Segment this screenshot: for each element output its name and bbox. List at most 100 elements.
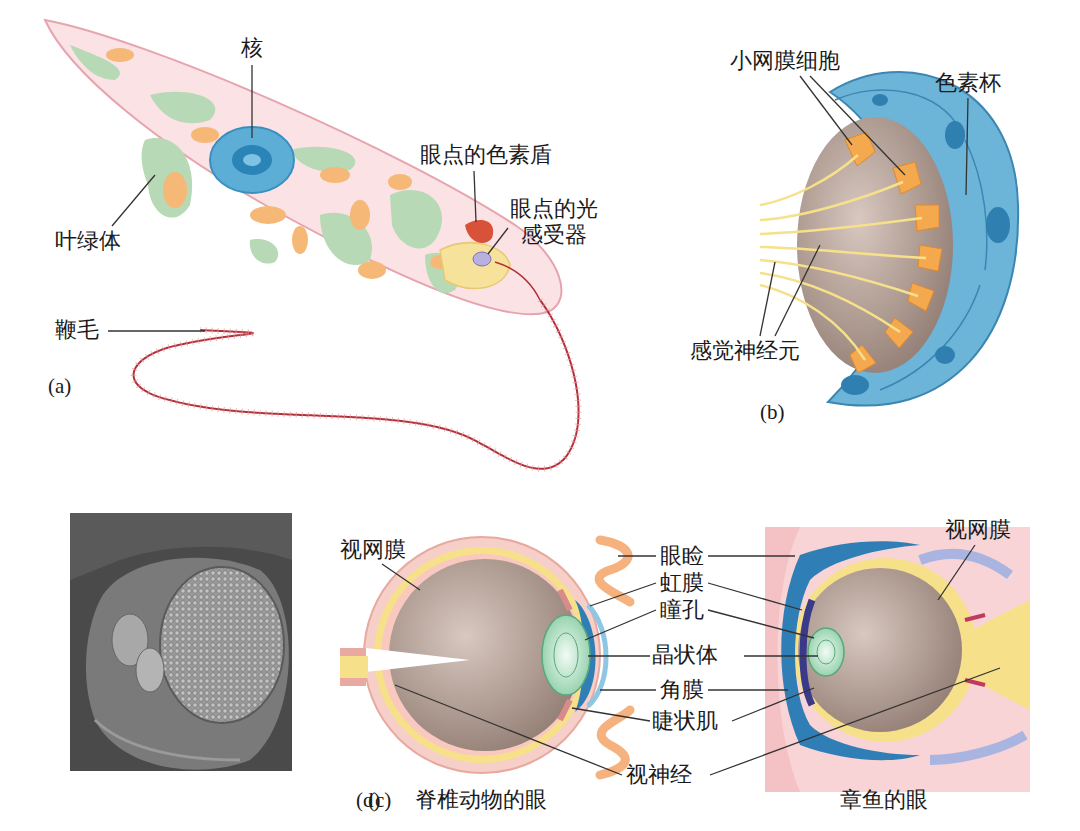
leader-lines-d-part — [708, 555, 795, 556]
octopus-eye-part — [781, 541, 920, 760]
euglena-cell-part — [495, 262, 540, 300]
vertebrate-eye-part — [364, 537, 600, 773]
vertebrate-eye-part — [366, 648, 470, 672]
leader-lines-d-part — [732, 688, 814, 721]
leader-lines-a-part — [251, 65, 252, 138]
part-label: 晶状体 — [652, 642, 718, 668]
euglena-cell-part — [250, 239, 278, 263]
pigment-cup-eye-part-part — [885, 318, 913, 348]
pigment-cup-eye-part — [841, 375, 869, 395]
part-label: 眼睑 — [660, 543, 704, 569]
euglena-cell-part — [290, 147, 355, 172]
fly-micrograph-part — [160, 567, 284, 723]
pigment-cup-eye-part — [797, 117, 953, 373]
pigment-cup-eye-part-part — [760, 247, 926, 258]
leader-lines-a-part — [488, 228, 508, 254]
part-label: 眼点的色素盾 — [420, 142, 552, 168]
leader-lines-d-part — [382, 564, 420, 590]
euglena-cell-part — [163, 172, 187, 208]
part-label: 叶绿体 — [55, 228, 121, 254]
leader-lines-d-part — [588, 655, 650, 656]
euglena-cell-part — [358, 261, 386, 279]
leader-lines-d-part — [744, 655, 818, 656]
fly-micrograph-part — [95, 720, 240, 760]
vertebrate-eye-part — [542, 615, 590, 695]
fly-micrograph-part — [86, 558, 289, 770]
leader-lines-d-part — [938, 545, 975, 600]
octopus-eye-part — [765, 527, 1030, 792]
leader-lines-d-part — [708, 583, 802, 610]
vertebrate-eye-part — [340, 656, 368, 678]
panel-letter: (b) — [760, 400, 785, 425]
leader-lines-b-part — [800, 76, 852, 145]
leader-lines-b-part — [760, 262, 775, 336]
leader-lines-d-part — [618, 555, 656, 556]
pigment-cup-eye-part-part — [760, 182, 903, 220]
part-label: 视神经 — [626, 762, 692, 788]
flagellum-part — [134, 300, 579, 469]
part-label: 色素杯 — [935, 70, 1001, 96]
leader-lines-b-part — [966, 98, 968, 195]
vertebrate-eye-part — [554, 633, 578, 677]
part-label: 睫状肌 — [652, 708, 718, 734]
euglena-cell-part — [142, 138, 193, 218]
panel-letter: (d) — [356, 788, 381, 813]
octopus-eye-part — [817, 640, 835, 664]
part-label: 瞳孔 — [660, 597, 704, 623]
leader-lines-d-part — [395, 685, 622, 775]
fly-micrograph — [70, 513, 292, 771]
leader-lines-b-part — [810, 76, 905, 175]
pigment-cup-eye-part-part — [760, 218, 922, 234]
figure-caption: 脊椎动物的眼 — [415, 787, 547, 813]
pigment-cup-eye-part-part — [908, 283, 934, 311]
part-label: 眼点的光 感受器 — [502, 196, 606, 249]
vertebrate-eye-part — [560, 590, 570, 720]
euglena-cell-part — [292, 226, 308, 254]
leader-lines-a-part — [108, 330, 205, 331]
leader-lines-a — [108, 65, 508, 331]
leader-lines-a-part — [112, 175, 155, 226]
panel-letter: (a) — [48, 374, 71, 399]
leader-lines-d-part — [590, 583, 656, 606]
euglena-cell-part — [390, 190, 442, 249]
part-label: 小网膜细胞 — [730, 48, 840, 74]
pigment-cup-eye-part — [872, 94, 888, 106]
leader-lines-b-part — [775, 245, 820, 336]
flagellum-part — [134, 300, 579, 469]
octopus-eye-part — [793, 558, 977, 742]
fly-micrograph-part — [136, 648, 164, 692]
leader-lines-d — [382, 545, 1000, 775]
euglena-cell-part — [320, 167, 350, 183]
pigment-cup-eye-part — [986, 207, 1010, 243]
euglena-cell-part — [243, 154, 261, 166]
leader-lines-a-part — [474, 171, 476, 222]
leader-lines-d-part — [710, 668, 1000, 775]
euglena-cell-part — [232, 145, 272, 175]
euglena-cell-part — [465, 220, 493, 243]
octopus-eye — [765, 527, 1030, 792]
euglena-cell-part — [250, 206, 286, 224]
leader-lines-d-part — [585, 610, 656, 640]
vertebrate-eye-part — [600, 710, 630, 775]
pigment-cup-eye-part — [760, 155, 926, 360]
part-label: 角膜 — [660, 677, 704, 703]
leader-lines-d-part — [572, 708, 650, 721]
vertebrate-eye-part — [599, 540, 630, 602]
euglena-cell — [45, 20, 561, 314]
octopus-eye-part — [930, 735, 1025, 760]
euglena-cell-part — [45, 20, 561, 314]
euglena-cell-part — [350, 200, 370, 230]
part-label: 鞭毛 — [55, 317, 99, 343]
octopus-eye-part — [808, 628, 844, 676]
part-label: 虹膜 — [660, 570, 704, 596]
octopus-eye-part — [920, 554, 1010, 575]
leader-lines-d-part — [708, 610, 814, 638]
figure-caption: 章鱼的眼 — [840, 787, 928, 813]
leader-lines-d-part — [708, 689, 788, 690]
euglena-cell-part — [106, 48, 134, 62]
part-label: 感觉神经元 — [690, 338, 800, 364]
euglena-cell-part — [388, 174, 412, 190]
flagellum — [134, 300, 579, 469]
